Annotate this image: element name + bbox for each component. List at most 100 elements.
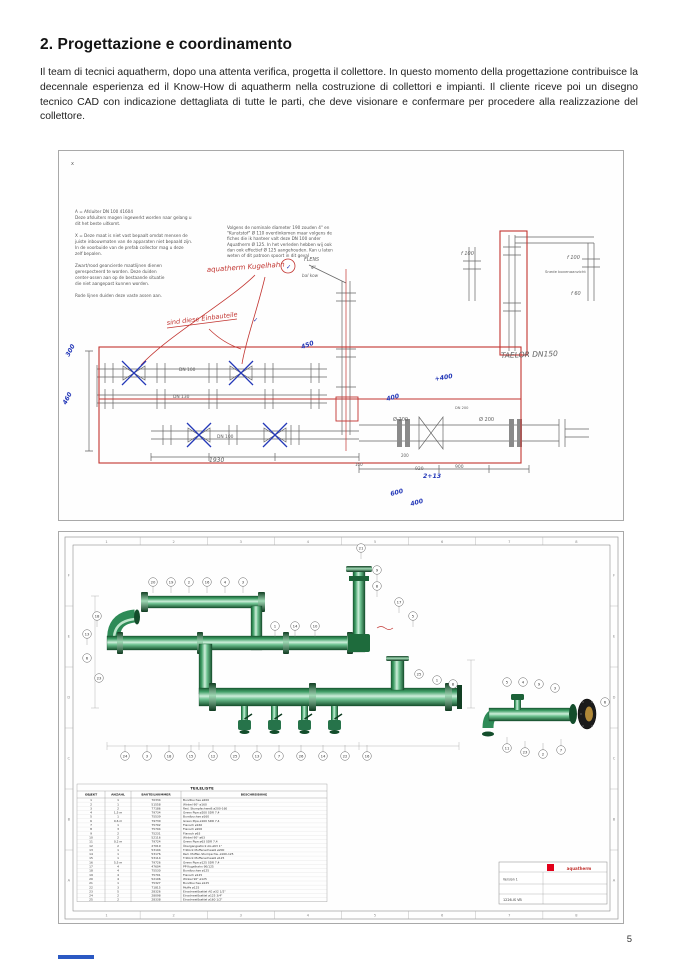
svg-text:75530: 75530 <box>151 869 160 873</box>
svg-text:20: 20 <box>89 877 93 881</box>
svg-text:27019: 27019 <box>151 844 160 848</box>
sketch-pencil-label: 200 <box>401 453 409 458</box>
svg-text:53104: 53104 <box>151 848 160 852</box>
sketch-pencil-label: Ø 200 <box>393 416 408 423</box>
sketch-note-line: Rode lijnen duiden deze vaste assen aan. <box>75 293 162 298</box>
part-callout: 4 <box>220 577 230 593</box>
svg-text:T-Stück Muffenschweiß ø125: T-Stück Muffenschweiß ø125 <box>182 856 225 860</box>
svg-text:79726: 79726 <box>151 860 160 864</box>
part-callout: 25 <box>230 745 240 761</box>
sketch-blue-number: +400 <box>434 373 454 383</box>
flange <box>309 683 316 711</box>
svg-text:4: 4 <box>117 869 119 873</box>
part-callout: 15 <box>186 745 196 761</box>
sketch-pencil-label: DN 130 <box>173 394 190 400</box>
pipe-run-third <box>151 430 359 440</box>
flange <box>445 683 452 711</box>
sketch-pencil-label: f 100 <box>461 251 474 257</box>
svg-text:1: 1 <box>117 798 119 802</box>
pipe-upper-left <box>144 595 264 609</box>
svg-text:9: 9 <box>376 567 379 572</box>
part-callout: 21 <box>356 543 366 559</box>
svg-text:20: 20 <box>151 579 156 584</box>
page-number: 5 <box>626 934 632 945</box>
valve-symbol <box>187 427 211 443</box>
svg-text:C: C <box>68 757 71 761</box>
flange <box>283 632 289 654</box>
svg-text:28326: 28326 <box>151 889 160 893</box>
right-spool-assembly <box>482 694 597 737</box>
part-callout: 10 <box>310 621 320 637</box>
red-component-box <box>335 396 359 422</box>
svg-text:18: 18 <box>89 869 93 873</box>
svg-text:1: 1 <box>117 823 119 827</box>
svg-text:C: C <box>613 757 616 761</box>
svg-text:28098: 28098 <box>151 894 160 898</box>
svg-text:71815: 71815 <box>151 885 160 889</box>
svg-text:25: 25 <box>89 898 93 902</box>
sketch-pencil-label: 920 <box>415 466 424 472</box>
svg-text:70334: 70334 <box>151 798 160 802</box>
valve-symbol <box>263 427 287 443</box>
red-check-circle <box>280 258 296 274</box>
flange <box>117 632 123 654</box>
end-cap <box>457 685 462 709</box>
svg-text:Bundbuchse ø160: Bundbuchse ø160 <box>183 815 209 819</box>
svg-text:1: 1 <box>90 798 92 802</box>
svg-text:7: 7 <box>90 823 92 827</box>
part-callout: 14 <box>290 621 300 637</box>
svg-text:4: 4 <box>307 540 310 544</box>
svg-text:3: 3 <box>117 885 119 889</box>
svg-text:3: 3 <box>240 914 242 918</box>
svg-text:Winkel 90° ø160: Winkel 90° ø160 <box>183 802 207 806</box>
valve-symbol-large <box>418 415 444 451</box>
part-callout: 3 <box>550 683 560 693</box>
svg-text:5: 5 <box>506 679 509 684</box>
svg-text:5: 5 <box>412 613 415 618</box>
svg-text:6: 6 <box>441 540 444 544</box>
svg-text:79730: 79730 <box>151 819 160 823</box>
svg-text:9: 9 <box>538 681 541 686</box>
svg-text:T-Stück Muffenschweiß ø200: T-Stück Muffenschweiß ø200 <box>182 848 225 852</box>
svg-text:7: 7 <box>508 914 510 918</box>
svg-text:52106: 52106 <box>151 877 160 881</box>
tee-branch-up <box>390 659 405 691</box>
sketch-blue-number: 400 <box>386 393 401 403</box>
sketch-note-line: dan ook effectief Ø 125 aangehouden. Kan… <box>227 247 333 252</box>
red-leader-curve <box>140 274 256 366</box>
svg-text:F: F <box>613 574 615 578</box>
sketch-red-annotation: aquatherm Kugelhahn <box>207 261 285 274</box>
svg-text:16: 16 <box>89 860 93 864</box>
svg-text:18: 18 <box>95 613 100 618</box>
svg-text:75539: 75539 <box>151 815 160 819</box>
svg-text:19: 19 <box>169 579 174 584</box>
red-leader-curve <box>241 276 266 365</box>
sketch-note-line: center-assen aan op de bestaande situati… <box>75 275 165 280</box>
svg-text:79724: 79724 <box>151 840 160 844</box>
part-callout: 24 <box>120 745 130 761</box>
title-block: aquatherm Version 1 1226-IS VB <box>498 861 608 905</box>
svg-text:47604: 47604 <box>151 865 160 869</box>
svg-text:12: 12 <box>89 844 93 848</box>
svg-text:4: 4 <box>90 811 92 815</box>
svg-text:6: 6 <box>441 914 444 918</box>
sketch-blue-number: ✓ <box>253 317 258 324</box>
svg-text:13: 13 <box>89 848 93 852</box>
sketch-pencil-label: Snede bovenaanzicht <box>545 269 586 274</box>
svg-text:23: 23 <box>523 749 528 754</box>
part-callout: 6 <box>600 697 610 707</box>
svg-text:4: 4 <box>117 865 119 869</box>
sketch-note-line: die niet aangepast kunnen worden. <box>75 281 149 286</box>
svg-text:79734: 79734 <box>151 811 160 815</box>
svg-text:5,5 m: 5,5 m <box>114 860 123 864</box>
col-header-beschreibung: BESCHREIBUNG <box>241 793 268 797</box>
svg-text:3: 3 <box>90 806 92 810</box>
red-handwritten-mark <box>376 626 394 630</box>
